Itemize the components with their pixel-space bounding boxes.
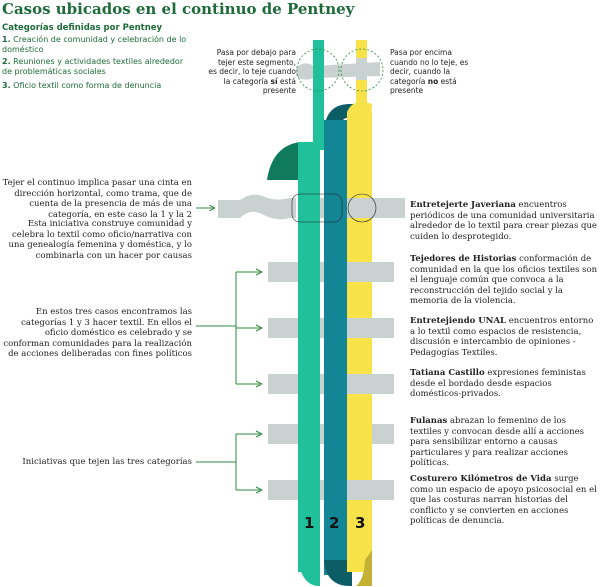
arrow-bracket-all [196,433,260,491]
legend-weave [296,40,384,110]
note-above-bold: no [427,76,439,86]
left-text-three-cases: En estos tres casos encontramos las cate… [3,307,192,359]
legend-circle-below [296,48,340,92]
category-number: 1. [2,35,11,44]
case-name: Costurero Kilómetros de Vida [410,474,552,484]
case-description: surge como un espacio de apoyo psicosoci… [410,474,597,526]
note-below: Pasa por debajo para tejer este segmento… [208,48,296,96]
category-text: Oficio textil como forma de denuncia [13,81,162,90]
ribbon-2-bottom [324,560,352,586]
case-description: abrazan lo femenino de los textiles y co… [410,416,584,468]
note-below-text: Pasa por debajo para tejer este segmento… [208,48,296,86]
case-tatiana-castillo: Tatiana Castillo expresiones feministas … [410,368,600,400]
arrow-heads-all [255,430,264,494]
note-above-text-end: está presente [390,76,457,96]
category-number: 3. [2,81,11,90]
legend-circle-above [340,48,384,92]
weft-strip-front [347,374,373,394]
note-below-bold: sí [270,76,278,86]
note-above: Pasa por encima cuando no lo teje, es de… [390,48,472,96]
case-tejedores-de-historias: Tejedores de Historias conformación de c… [410,254,600,307]
ribbon-3-bottom [356,550,372,586]
note-above-text: Pasa por encima cuando no lo teje, es de… [390,48,469,86]
weft-strip-front [347,480,373,500]
weft-strip-wavy [218,193,405,223]
ribbon-3 [347,40,372,586]
page-title: Casos ubicados en el continuo de Pentney [2,0,355,18]
arrows [196,208,264,494]
ribbon-label-1: 1 [304,514,314,532]
category-item-3: 3. Oficio textil como forma de denuncia [2,81,192,91]
arrow-heads-three [255,268,264,388]
ribbon-label-2: 2 [329,514,339,532]
left-text-intro2: Esta iniciativa construye comunidad y ce… [8,219,192,261]
case-description: encuentros entorno a lo textil como espa… [410,316,594,358]
ribbon-2-body [324,120,347,575]
case-description: encuentros periódicos de una comunidad u… [410,200,597,242]
arrow-bracket-three [196,271,260,385]
case-description: conformación de comunidad en la que los … [410,254,598,306]
ribbon-label-3: 3 [355,514,365,532]
weft-strip-front [347,262,373,282]
case-name: Entretejiendo UNAL [410,316,507,326]
ribbon-2 [324,104,358,586]
ribbon-3-top [356,40,367,150]
category-item-2: 2. Reuniones y actividades textiles alre… [2,57,192,77]
case-costurero-kilometros-de-vida: Costurero Kilómetros de Vida surge como … [410,474,600,527]
category-text: Creación de comunidad y celebración de l… [2,35,187,54]
ribbon-3-body [347,112,372,572]
case-name: Fulanas [410,416,448,426]
category-item-1: 1. Creación de comunidad y celebración d… [2,35,192,55]
case-fulanas: Fulanas abrazan lo femenino de los texti… [410,416,600,469]
category-text: Reuniones y actividades textiles alreded… [2,57,184,76]
crossing-highlight [291,193,343,223]
case-entretejiendo-unal: Entretejiendo UNAL encuentros entorno a … [410,316,600,358]
ribbon-1-bottom [298,560,320,586]
case-name: Tatiana Castillo [410,368,485,378]
case-name: Entretejerte Javeriana [410,200,516,210]
categories-heading: Categorías definidas por Pentney [2,23,163,33]
category-number: 2. [2,57,11,66]
weft-strips-front [347,262,373,500]
left-text-intro: Tejer el continuo implica pasar una cint… [2,178,192,220]
ribbon-1-body [298,142,320,572]
ribbon-1 [267,40,324,586]
weft-strip-front [347,318,373,338]
crossing-highlight [347,193,377,223]
left-text-all-three: Iniciativas que tejen las tres categoría… [22,457,192,467]
case-entretejerte-javeriana: Entretejerte Javeriana encuentros periód… [410,200,600,242]
note-below-text-end: está presente [262,76,296,96]
ribbon-1-fold [267,142,300,180]
case-name: Tejedores de Historias [410,254,517,264]
case-description: expresiones feministas desde el bordado … [410,368,586,399]
